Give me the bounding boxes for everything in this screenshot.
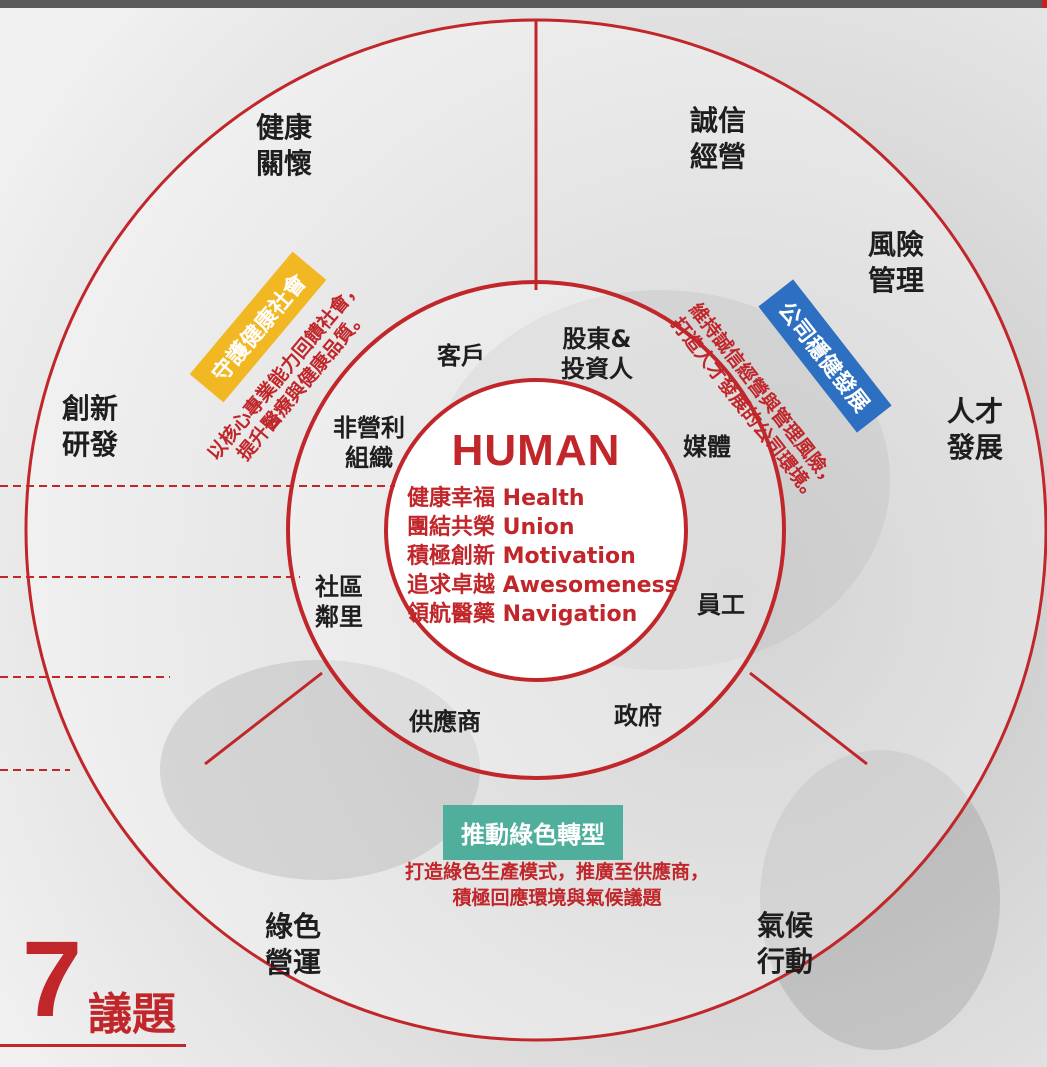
- stakeholder-customers: 客戶: [437, 342, 485, 370]
- stakeholder-government: 政府: [614, 702, 662, 730]
- issue-talent: 人才 發展: [946, 395, 1004, 464]
- value-item: 追求卓越 Awesomeness: [407, 573, 678, 598]
- core-values: 健康幸福 Health 團結共榮 Union 積極創新 Motivation 追…: [407, 484, 678, 629]
- stakeholder-nonprofit: 非營利 組織: [333, 414, 405, 472]
- stakeholder-media: 媒體: [683, 433, 731, 461]
- issue-integrity: 誠信 經營: [689, 104, 747, 173]
- divider-lower-left: [204, 671, 323, 766]
- stakeholder-suppliers: 供應商: [409, 708, 481, 736]
- backdrop-shape-2: [160, 660, 480, 880]
- center-title: HUMAN: [451, 426, 621, 475]
- issue-risk: 風險 管理: [867, 228, 925, 297]
- issue-health-care: 健康 關懷: [255, 111, 313, 180]
- divider-lower-right: [749, 671, 868, 766]
- issue-green-ops: 綠色 營運: [264, 910, 322, 979]
- stakeholder-community: 社區 鄰里: [315, 573, 363, 631]
- badge-underline: [0, 1044, 186, 1047]
- top-bar: [0, 0, 1047, 8]
- value-item: 健康幸福 Health: [407, 486, 585, 511]
- issue-innovation: 創新 研發: [61, 392, 119, 461]
- backdrop-shape-3: [760, 750, 1000, 1050]
- value-item: 領航醫藥 Navigation: [407, 602, 638, 627]
- issue-count-number: 7: [22, 918, 83, 1039]
- value-item: 積極創新 Motivation: [407, 544, 636, 569]
- inner-circle: [384, 378, 688, 682]
- issue-climate: 氣候 行動: [756, 909, 814, 978]
- pillar-green-banner: 推動綠色轉型: [443, 805, 623, 860]
- pillar-green-desc: 打造綠色生產模式，推廣至供應商， 積極回應環境與氣候議題: [404, 861, 710, 909]
- issue-count-label: 議題: [88, 989, 176, 1040]
- stakeholder-shareholders: 股東& 投資人: [561, 325, 633, 383]
- stakeholder-employees: 員工: [697, 591, 745, 619]
- value-item: 團結共榮 Union: [407, 515, 575, 540]
